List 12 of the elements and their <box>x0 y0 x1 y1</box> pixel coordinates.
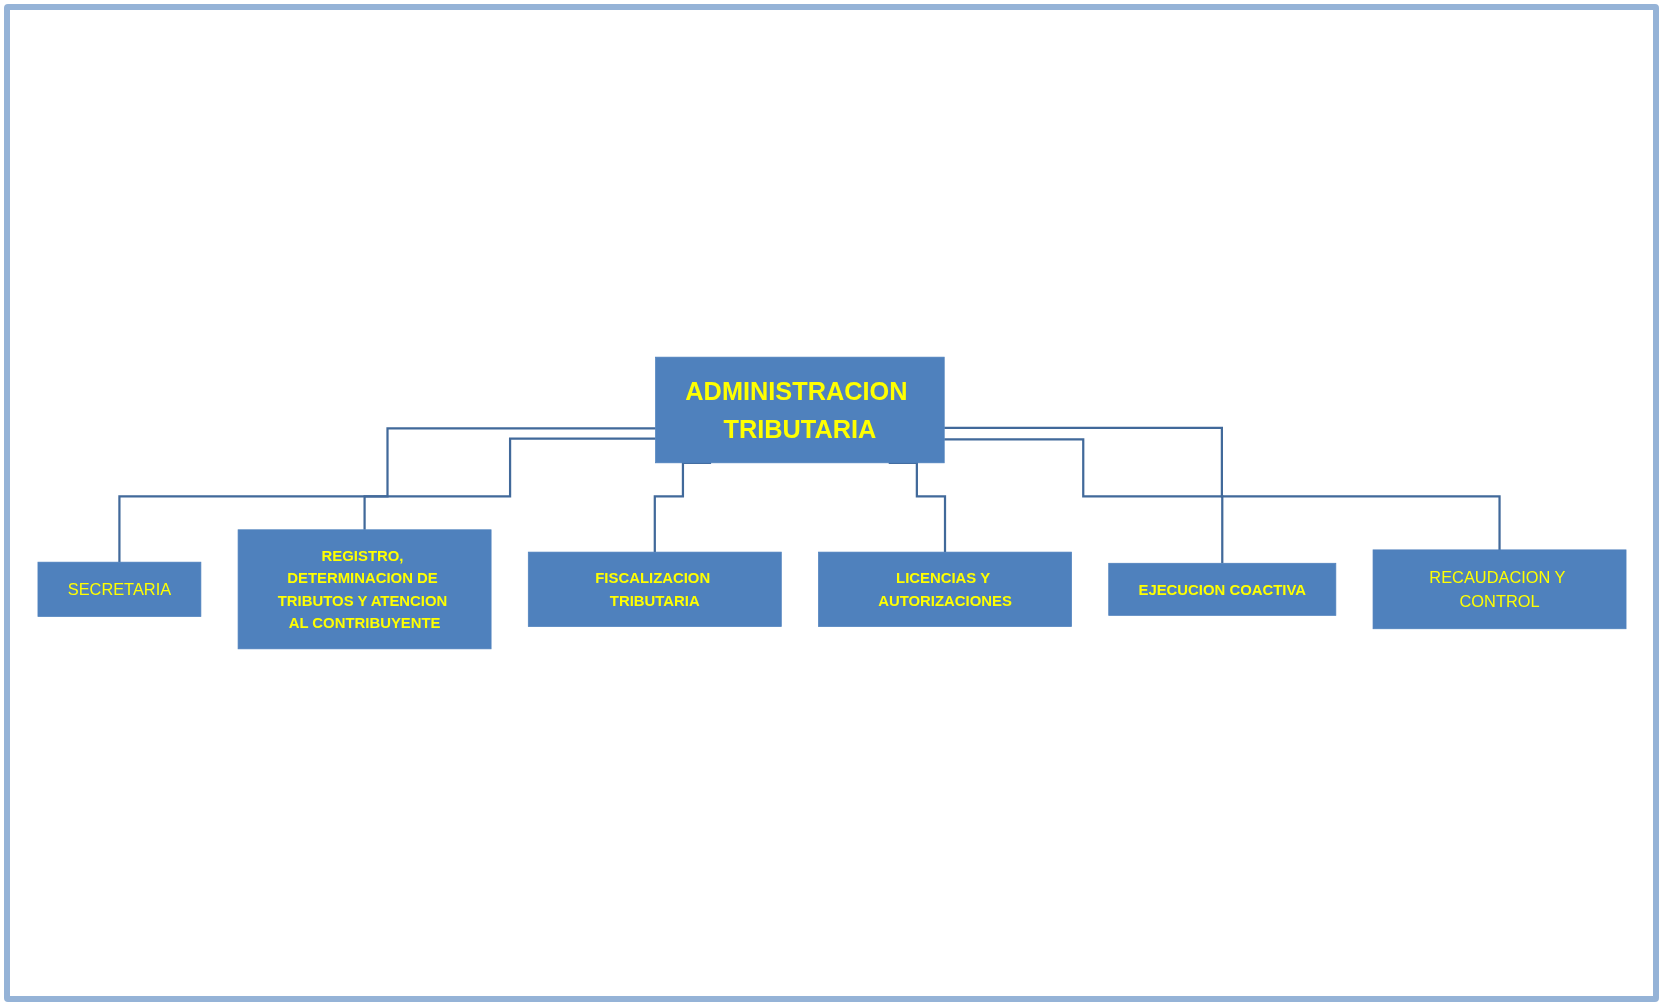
node-box <box>654 356 945 464</box>
node-box <box>37 561 201 617</box>
connector <box>943 426 1501 551</box>
connector <box>943 438 1223 565</box>
node-box <box>817 551 1072 627</box>
connector <box>117 427 656 564</box>
node-box <box>527 551 782 627</box>
node-box <box>1372 549 1626 630</box>
node-box <box>237 529 491 650</box>
connector <box>362 437 656 531</box>
page-border: ADMINISTRACION TRIBUTARIA SECRETARIA REGISTRO, DETERMINACION DE TRIBUTOS Y ATENCION AL CONTRIBUYENTE FISCALIZACION TRIBUTARIA LICENCIAS Y AUTORIZACIONES EJECUCION COACTIVA RECAUDACION Y CONTROL <box>4 4 1659 1002</box>
node-box <box>1107 562 1336 616</box>
